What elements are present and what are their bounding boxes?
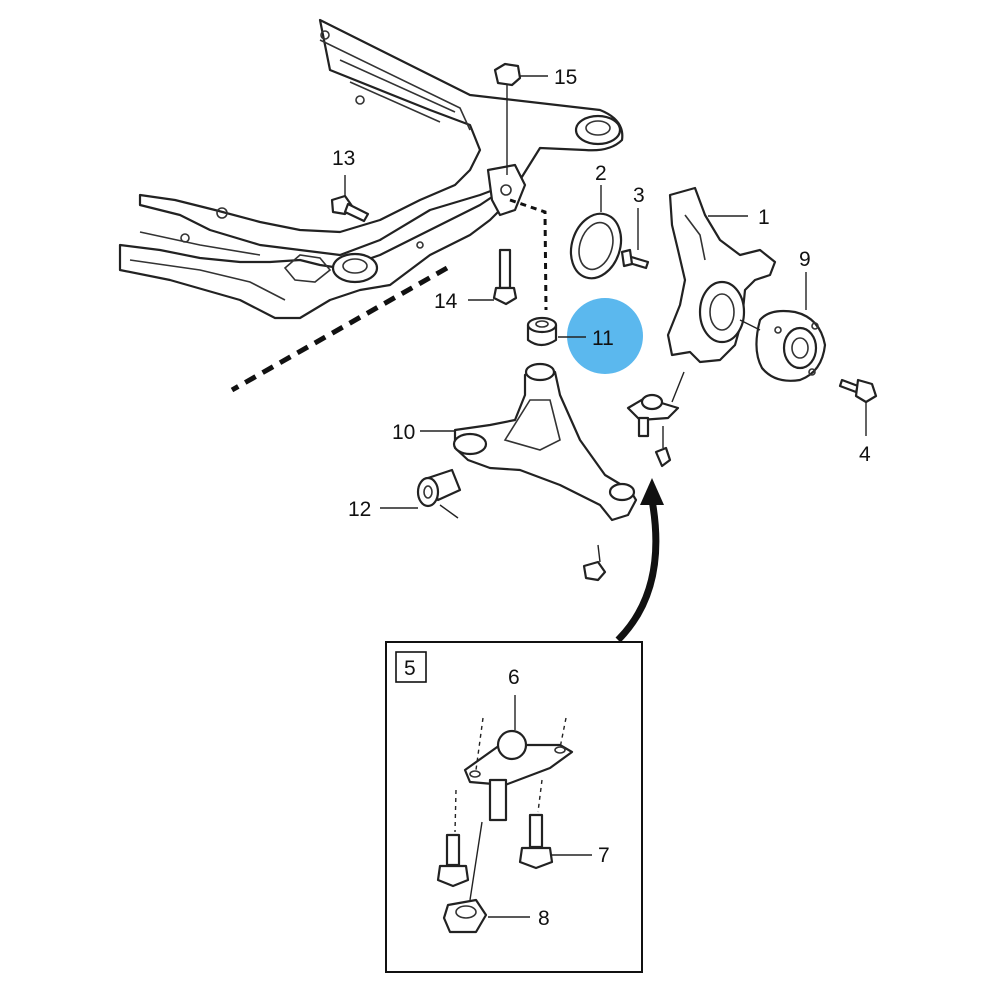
callout-11: 11 — [592, 327, 614, 350]
reference-dashed-line-short — [509, 198, 548, 311]
callout-7: 7 — [598, 844, 610, 867]
nut-below-arm — [582, 544, 607, 582]
part-8-nut — [442, 821, 530, 934]
part-14-bolt — [468, 248, 518, 306]
callout-1: 1 — [758, 206, 770, 229]
callout-10: 10 — [392, 421, 415, 444]
callout-6: 6 — [508, 666, 520, 689]
subframe — [118, 18, 624, 320]
part-11-bushing — [526, 316, 586, 347]
callout-8: 8 — [538, 907, 550, 930]
part-15-nut — [493, 62, 548, 175]
part-9-wheel-hub — [739, 272, 827, 382]
callout-15: 15 — [554, 66, 577, 89]
callout-2: 2 — [595, 162, 607, 185]
part-6-ball-joint — [463, 695, 574, 822]
reference-dashed-line — [230, 265, 449, 393]
part-11-highlight — [567, 298, 643, 374]
callout-14: 14 — [434, 290, 458, 313]
detail-arrow — [615, 478, 664, 643]
callout-9: 9 — [799, 248, 811, 271]
part-1-steering-knuckle — [666, 186, 777, 364]
part-4-bolt — [838, 378, 878, 436]
part-10-control-arm — [420, 362, 638, 522]
part-3-bolt — [620, 208, 650, 270]
callout-13: 13 — [332, 147, 355, 170]
callout-4: 4 — [859, 443, 871, 466]
detail-box-5 — [385, 641, 643, 973]
part-2-abs-ring — [569, 185, 623, 280]
part-7-bolts — [436, 779, 592, 888]
part-13-bolt — [330, 175, 370, 223]
callout-12: 12 — [348, 498, 371, 521]
part-12-bushing — [380, 468, 462, 519]
callout-3: 3 — [633, 184, 645, 207]
ball-joint-small — [626, 371, 685, 468]
callout-5: 5 — [404, 657, 416, 680]
